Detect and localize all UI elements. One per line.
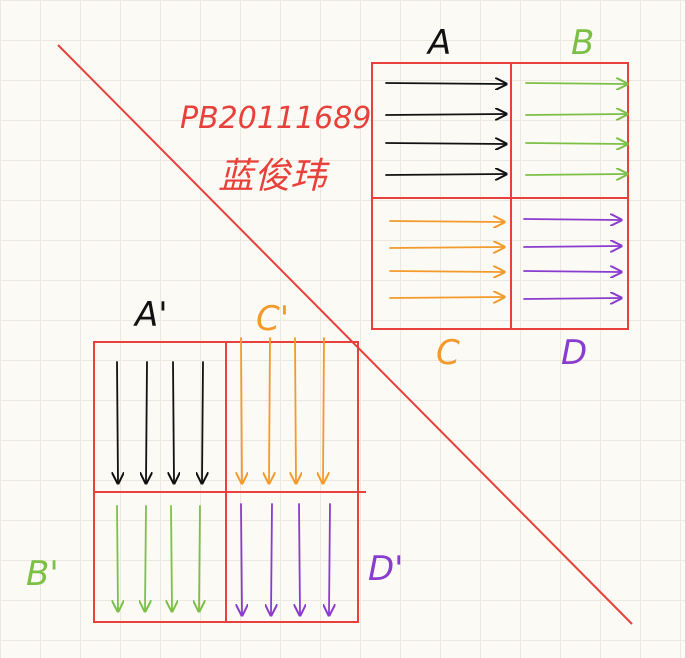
- arrow-b: [525, 143, 626, 144]
- arrow-d: [523, 219, 620, 220]
- arrow-b-prime: [145, 505, 146, 610]
- original-matrix-border: [371, 62, 629, 330]
- label-a: A: [426, 23, 451, 63]
- arrow-b-prime: [117, 505, 118, 610]
- arrow-c-prime: [295, 337, 296, 482]
- original-matrix-arrows: [385, 83, 626, 299]
- arrow-d-prime: [329, 503, 330, 614]
- arrow-c-prime: [269, 337, 270, 482]
- arrow-b-prime: [171, 505, 172, 610]
- arrow-b: [525, 83, 626, 84]
- arrow-c: [389, 271, 503, 272]
- arrow-c-prime: [323, 337, 324, 482]
- arrow-d: [523, 298, 620, 299]
- original-matrix-grid: [371, 62, 629, 330]
- transposed-matrix-grid: [93, 341, 366, 623]
- arrow-d: [523, 271, 620, 272]
- arrow-a: [385, 114, 505, 115]
- arrow-d-prime: [299, 503, 300, 614]
- student-name: 蓝俊玮: [218, 156, 330, 197]
- arrow-c: [389, 247, 503, 248]
- arrow-d-prime: [241, 503, 242, 614]
- arrow-a: [385, 83, 505, 84]
- student-id: PB20111689: [180, 101, 371, 136]
- arrow-c-prime: [241, 337, 242, 482]
- arrow-d: [523, 246, 620, 247]
- arrow-a-prime: [173, 361, 174, 482]
- label-a-prime: A': [133, 295, 168, 335]
- arrow-b-prime: [199, 505, 200, 610]
- label-b-prime: B': [26, 554, 59, 594]
- transposed-matrix-arrows: [117, 337, 330, 614]
- label-c: C: [436, 333, 460, 373]
- arrow-b: [525, 114, 626, 115]
- arrow-a: [385, 174, 505, 175]
- arrow-b: [525, 174, 626, 175]
- arrow-a: [385, 143, 505, 144]
- label-d-prime: D': [368, 549, 404, 589]
- arrow-c: [389, 221, 503, 222]
- arrow-c: [389, 297, 503, 298]
- arrow-a-prime: [117, 361, 118, 482]
- label-d: D: [561, 333, 587, 373]
- label-b: B: [571, 23, 594, 63]
- label-c-prime: C': [256, 299, 289, 339]
- arrow-a-prime: [202, 361, 203, 482]
- arrow-d-prime: [271, 503, 272, 614]
- transpose-diagonal: [57, 44, 633, 625]
- arrow-a-prime: [146, 361, 147, 482]
